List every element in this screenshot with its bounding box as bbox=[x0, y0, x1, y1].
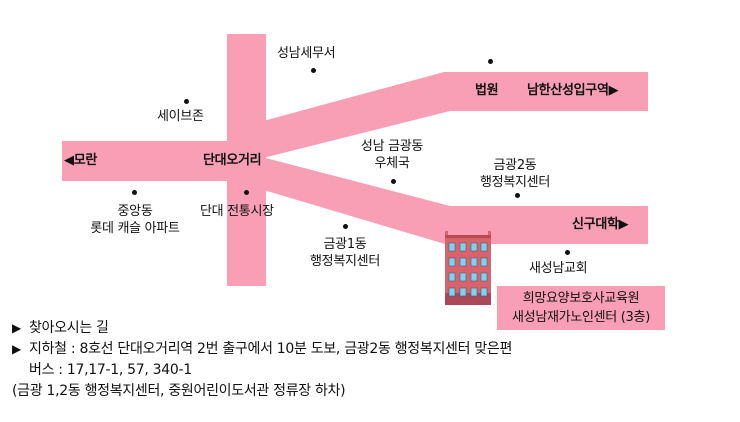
bullet-arrow-icon: ▶ bbox=[12, 321, 21, 335]
road-label-moran: ◀모란 bbox=[64, 153, 98, 168]
subway-row: ▶ 지하철 : 8호선 단대오거리역 2번 출구에서 10분 도보, 금광2동 … bbox=[12, 339, 512, 360]
location-map: ◀모란 단대오거리 법원 남한산성입구역▶ 신구대학▶ 성남세무서 세이브존 중… bbox=[62, 34, 665, 330]
road-label-intersection: 단대오거리 bbox=[203, 153, 262, 168]
road-northeast bbox=[230, 72, 648, 165]
building-icon bbox=[445, 231, 491, 305]
directions-title: 찾아오시는 길 bbox=[29, 320, 109, 336]
road-label-court: 법원 bbox=[475, 83, 499, 98]
landmark-dandae-market: 단대 전통시장 bbox=[200, 204, 274, 219]
landmark-post-office: 성남 금광동 우체국 bbox=[360, 139, 424, 171]
court-marker bbox=[488, 59, 493, 64]
directions-section: ▶ 찾아오시는 길 ▶ 지하철 : 8호선 단대오거리역 2번 출구에서 10분… bbox=[12, 318, 512, 402]
subway-directions: 지하철 : 8호선 단대오거리역 2번 출구에서 10분 도보, 금광2동 행정… bbox=[29, 341, 513, 357]
road-label-singu-college: 신구대학▶ bbox=[572, 217, 629, 232]
lotte-castle-marker bbox=[132, 190, 137, 195]
road-label-namhansanseong: 남한산성입구역▶ bbox=[527, 83, 619, 98]
road-east bbox=[230, 150, 648, 244]
landmark-geumgwang1-center: 금광1동 행정복지센터 bbox=[310, 237, 380, 269]
geumgwang2-marker bbox=[515, 193, 520, 198]
tax-office-marker bbox=[311, 68, 316, 73]
landmark-tax-office: 성남세무서 bbox=[277, 46, 336, 61]
post-office-marker bbox=[391, 179, 396, 184]
geumgwang1-marker bbox=[343, 224, 348, 229]
destination-label: 희망요양보호사교육원 새성남재가노인센터 (3층) bbox=[497, 286, 665, 330]
bus-stop-note: (금광 1,2동 행정복지센터, 중원어린이도서관 정류장 하차) bbox=[12, 383, 346, 399]
directions-title-row: ▶ 찾아오시는 길 bbox=[12, 318, 512, 339]
road-network bbox=[62, 34, 648, 286]
bullet-arrow-icon: ▶ bbox=[12, 342, 21, 356]
landmark-saesungnam-church: 새성남교회 bbox=[529, 261, 588, 276]
savezone-marker bbox=[184, 99, 189, 104]
landmark-lotte-castle: 중앙동 롯데 캐슬 아파트 bbox=[90, 204, 180, 236]
market-marker bbox=[244, 190, 249, 195]
landmark-savezone: 세이브존 bbox=[157, 109, 204, 124]
bus-directions: 버스 : 17,17-1, 57, 340-1 bbox=[29, 362, 192, 378]
landmark-geumgwang2-center: 금광2동 행정복지센터 bbox=[480, 158, 550, 190]
church-marker bbox=[565, 250, 570, 255]
